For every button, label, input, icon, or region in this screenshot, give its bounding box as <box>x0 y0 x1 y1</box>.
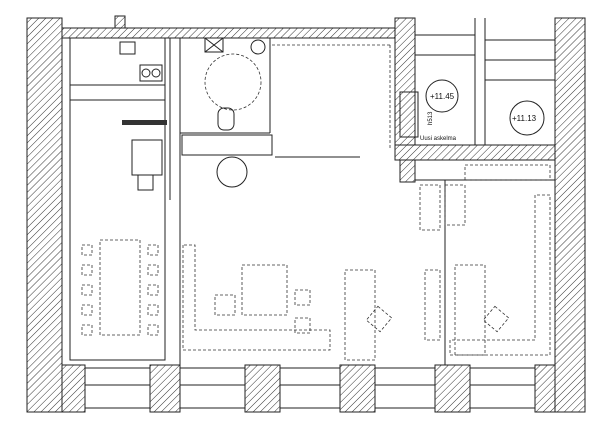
bottom-wall <box>61 364 556 413</box>
svg-text:+11.45: +11.45 <box>430 92 455 101</box>
svg-text:+11.13: +11.13 <box>512 114 537 123</box>
level-marker-landing: +11.45 <box>425 79 459 113</box>
partitions <box>69 37 555 365</box>
outer-walls <box>26 15 586 413</box>
stairs <box>399 18 555 145</box>
windows <box>84 367 536 409</box>
main-room-furniture <box>182 164 551 361</box>
kitchen <box>119 41 167 191</box>
dining-area <box>81 239 159 336</box>
level-marker-stair-room: +11.13 <box>509 100 545 136</box>
dimension-note: h513 <box>428 111 434 125</box>
bathroom <box>181 37 391 188</box>
step-note: Uusi askelma <box>420 136 457 142</box>
